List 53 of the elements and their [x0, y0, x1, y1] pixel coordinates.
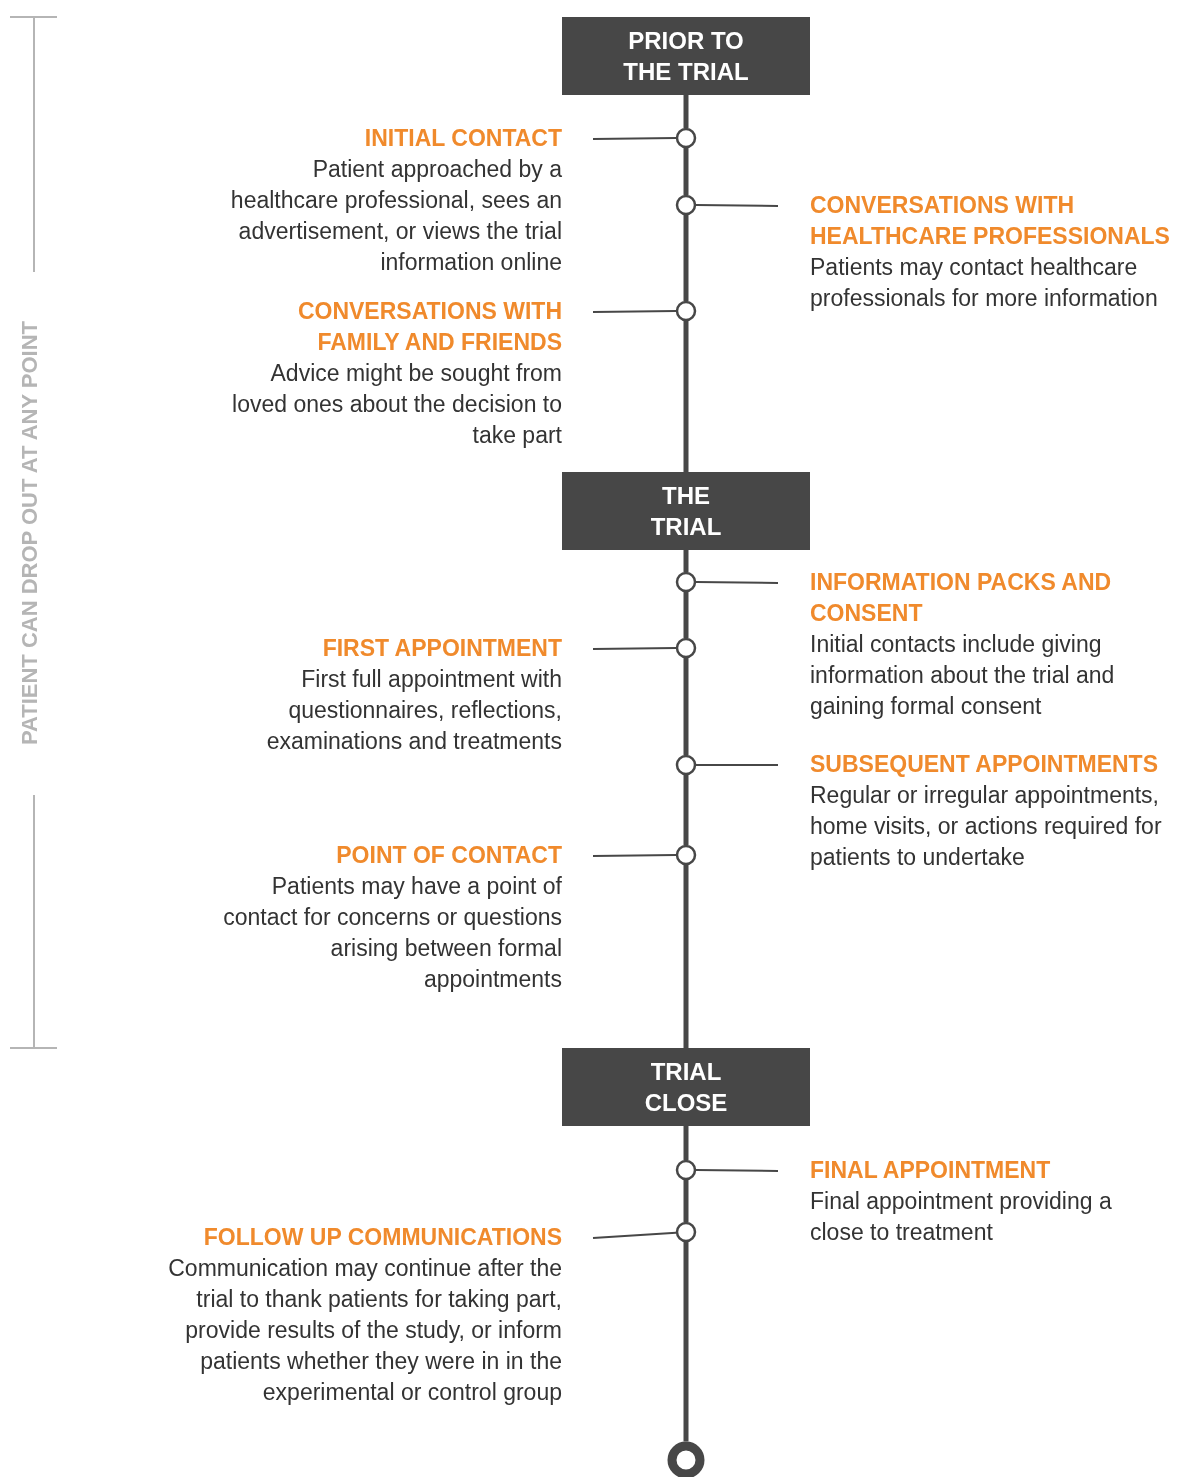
- step-description: Advice might be sought from loved ones about the decision to take part: [232, 359, 562, 450]
- step-description: Patient approached by a healthcare professional, sees an advertisement, or views the trial information online: [229, 155, 562, 277]
- timeline-dot: [675, 754, 697, 776]
- timeline-line: [683, 215, 689, 301]
- step-heading: FINAL APPOINTMENT: [810, 1156, 1052, 1185]
- step-heading: CONVERSATIONS WITH FAMILY AND FRIENDS: [296, 297, 562, 357]
- phase-box: THE TRIAL: [562, 472, 810, 550]
- step-heading: FIRST APPOINTMENT: [321, 634, 562, 663]
- leader-line: [592, 1231, 677, 1239]
- timeline-dot: [675, 127, 697, 149]
- timeline-dot: [675, 1221, 697, 1243]
- timeline-line: [683, 658, 689, 755]
- step-description: Patients may have a point of contact for concerns or questions arising between formal appointments: [222, 872, 562, 994]
- timeline-line: [683, 1126, 689, 1160]
- step-description: Final appointment providing a close to treatment: [810, 1187, 1113, 1247]
- leader-line: [592, 647, 677, 650]
- step-description: Regular or irregular appointments, home visits, or actions required for patients to undertake: [810, 781, 1163, 872]
- step-description: First full appointment with questionnaires, reflections, examinations and treatments: [265, 665, 562, 756]
- phase-box: PRIOR TO THE TRIAL: [562, 17, 810, 95]
- timeline-dot: [675, 844, 697, 866]
- timeline-line: [683, 95, 689, 128]
- timeline-line: [683, 592, 689, 638]
- step-heading: INFORMATION PACKS AND CONSENT: [810, 568, 1113, 628]
- step-description: Initial contacts include giving information about the trial and gaining formal consent: [810, 630, 1116, 721]
- timeline-line: [683, 1242, 689, 1442]
- leader-line: [695, 204, 779, 207]
- leader-line: [592, 137, 677, 140]
- step-heading: POINT OF CONTACT: [335, 841, 562, 870]
- step-heading: INITIAL CONTACT: [363, 124, 562, 153]
- side-note: PATIENT CAN DROP OUT AT ANY POINT: [17, 320, 43, 746]
- leader-line: [592, 310, 677, 313]
- step-heading: SUBSEQUENT APPOINTMENTS: [810, 750, 1159, 779]
- timeline-line: [683, 148, 689, 195]
- timeline-line: [683, 550, 689, 572]
- timeline-dot: [675, 571, 697, 593]
- timeline-dot: [675, 637, 697, 659]
- timeline-dot: [675, 1159, 697, 1181]
- timeline-line: [683, 865, 689, 1048]
- end-marker: [667, 1441, 705, 1477]
- timeline-line: [683, 1180, 689, 1222]
- timeline-line: [683, 321, 689, 472]
- step-description: Communication may continue after the trial to thank patients for taking part, provide results of the study, or inform patients whether they were in in the experimental or control group: [167, 1254, 562, 1407]
- step-heading: FOLLOW UP COMMUNICATIONS: [202, 1223, 562, 1252]
- leader-line: [695, 764, 779, 766]
- phase-box: TRIAL CLOSE: [562, 1048, 810, 1126]
- timeline-dot: [675, 300, 697, 322]
- leader-line: [695, 581, 779, 584]
- timeline-dot: [675, 194, 697, 216]
- step-description: Patients may contact healthcare professionals for more information: [810, 253, 1159, 313]
- leader-line: [695, 1169, 779, 1172]
- timeline-line: [683, 775, 689, 845]
- step-heading: CONVERSATIONS WITH HEALTHCARE PROFESSIONALS: [810, 191, 1171, 251]
- leader-line: [592, 854, 677, 857]
